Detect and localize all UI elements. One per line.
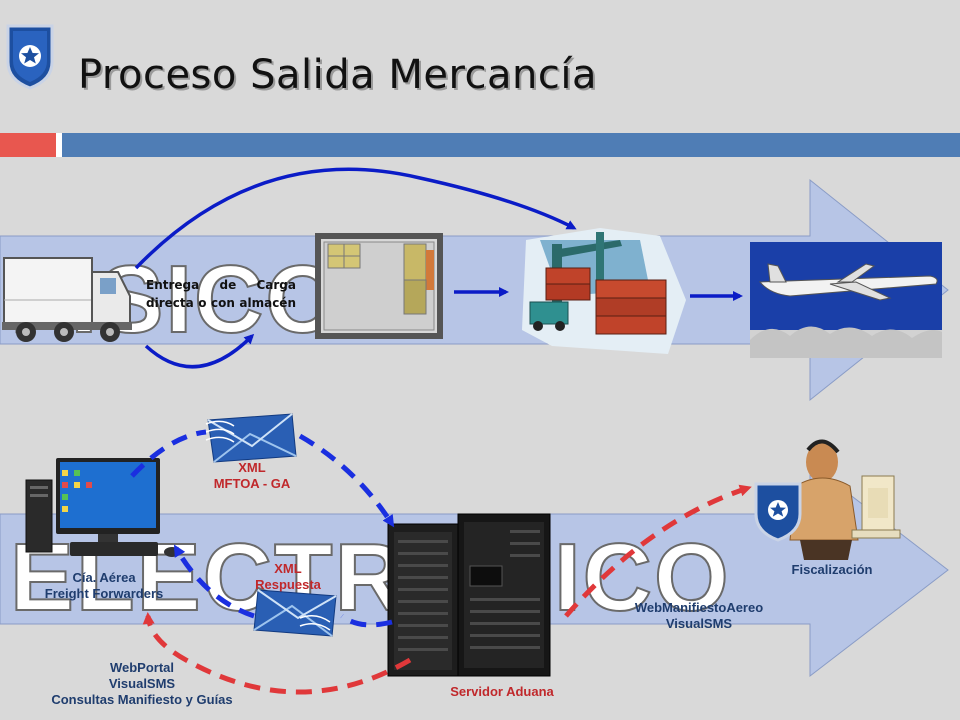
operator-icon — [789, 439, 901, 560]
webportal-label: WebPortal VisualSMS Consultas Manifiesto… — [10, 660, 274, 708]
accent-bar-blue — [62, 133, 960, 157]
cia-aerea-label: Cía. Aérea Freight Forwarders — [14, 570, 194, 602]
server-icon — [387, 513, 551, 677]
electronic-watermark: ELECTRÓNICO — [10, 524, 731, 631]
webportal-line3: Consultas Manifiesto y Guías — [51, 692, 233, 707]
xml-bottom-line2: Respuesta — [255, 577, 321, 592]
accent-bar-gap — [56, 133, 62, 157]
warehouse-icon — [315, 233, 443, 339]
webportal-line1: WebPortal — [109, 660, 175, 675]
port-icon — [522, 228, 686, 354]
envelope-icon — [205, 413, 297, 463]
customs-badge-icon — [6, 24, 54, 90]
envelope-icon — [253, 589, 337, 637]
truck-icon — [2, 257, 132, 342]
fiscalizacion-label: Fiscalización — [791, 562, 873, 577]
xml-respuesta-label: XML Respuesta — [236, 561, 340, 593]
xml-top-line1: XML — [238, 460, 266, 475]
cia-line2: Freight Forwarders — [44, 586, 164, 601]
webportal-line2: VisualSMS — [108, 676, 176, 691]
customs-badge-icon — [754, 482, 802, 542]
airplane-icon — [750, 242, 942, 358]
servidor-label: Servidor Aduana — [450, 684, 554, 699]
page-title: Proceso Salida Mercancía — [78, 52, 597, 98]
entrega-label: Entrega de Carga directa o con almacén — [146, 278, 296, 310]
webmanifiesto-line1: WebManifiestoAereo — [634, 600, 764, 615]
xml-mftoa-label: XML MFTOA - GA — [196, 460, 308, 492]
webmanifiesto-line2: VisualSMS — [665, 616, 733, 631]
webmanifiesto-label: WebManifiestoAereo VisualSMS — [602, 600, 796, 632]
cia-line1: Cía. Aérea — [72, 570, 136, 585]
xml-top-line2: MFTOA - GA — [213, 476, 291, 491]
accent-bar-red — [0, 133, 56, 157]
xml-bottom-line1: XML — [274, 561, 302, 576]
